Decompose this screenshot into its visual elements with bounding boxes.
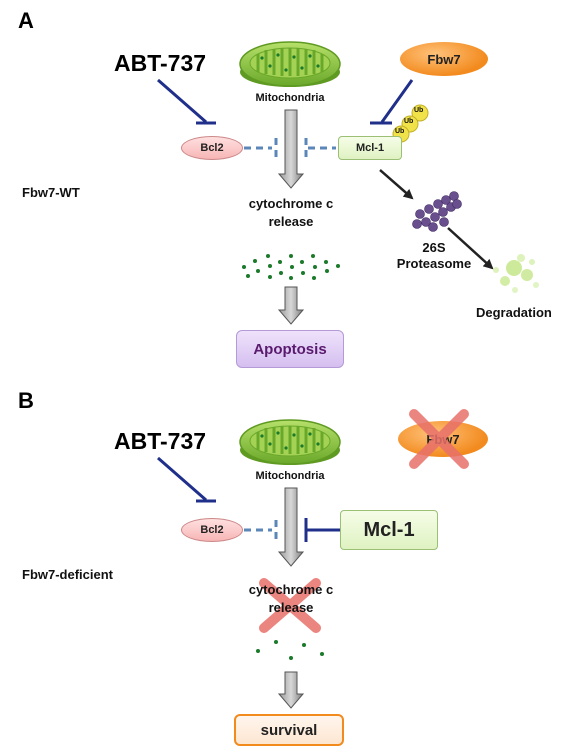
gray-arrow-mito-to-cyto-b [277,487,305,567]
mcl1-inhibit-line-b [304,518,340,542]
gray-arrow-mito-to-cyto-a [277,109,305,189]
bcl2-dashed-inhibit-a [244,138,278,158]
cytochrome-release-line2-a: release [268,214,314,229]
mitochondria-icon-b [239,419,341,465]
cytochrome-release-line1-a: cytochrome c [248,196,334,211]
mitochondria-icon-a [239,41,341,87]
drug-label-a: ABT-737 [114,50,207,76]
mito-dots-a [260,53,320,72]
proteasome-label-line1: 26S [422,240,446,255]
survival-node: survival [234,714,344,746]
bcl2-dashed-inhibit-b [244,520,278,540]
apoptosis-node: Apoptosis [236,330,344,368]
bcl2-node-b: Bcl2 [181,518,243,542]
drug-label-b: ABT-737 [114,428,207,454]
cytochrome-dots-b [256,640,324,660]
proteasome-icon [412,191,462,232]
proteasome-label-line2: Proteasome [396,256,472,271]
mitochondria-label-b: Mitochondria [255,470,325,482]
cytochrome-release-line2-b: release [268,600,314,615]
condition-label-b: Fbw7-deficient [22,567,114,582]
fbw7-node-a: Fbw7 [400,42,488,76]
mcl1-node-b: Mcl-1 [340,510,438,550]
panel-label-b: B [18,388,34,413]
cross-icon-cytochrome [259,578,321,633]
degradation-label: Degradation [476,305,552,320]
abt737-inhibit-line-b [157,456,216,503]
abt737-inhibit-line-a [157,78,216,125]
panel-label-a: A [18,8,34,33]
mito-dots-b [260,431,320,450]
cytochrome-dots-a [242,254,340,280]
cytochrome-release-line1-b: cytochrome c [248,582,334,597]
condition-label-a: Fbw7-WT [22,185,80,200]
bcl2-node-a: Bcl2 [181,136,243,160]
ub-label-3: Ub [395,128,405,135]
mcl1-node-a: Mcl-1 [338,136,402,160]
fbw7-inhibit-line-a [370,79,414,125]
degradation-bubbles [493,254,539,293]
mcl1-dashed-inhibit-a [304,138,336,158]
gray-arrow-to-survival-b [277,671,305,709]
fbw7-node-b: Fbw7 [398,421,488,457]
mitochondria-label-a: Mitochondria [255,92,325,104]
gray-arrow-to-apoptosis-a [277,286,305,325]
arrow-mcl1-to-proteasome [379,169,414,200]
arrow-proteasome-to-degradation [447,227,494,270]
ub-label-2: Ub [404,118,414,125]
ub-label-1: Ub [414,107,424,114]
